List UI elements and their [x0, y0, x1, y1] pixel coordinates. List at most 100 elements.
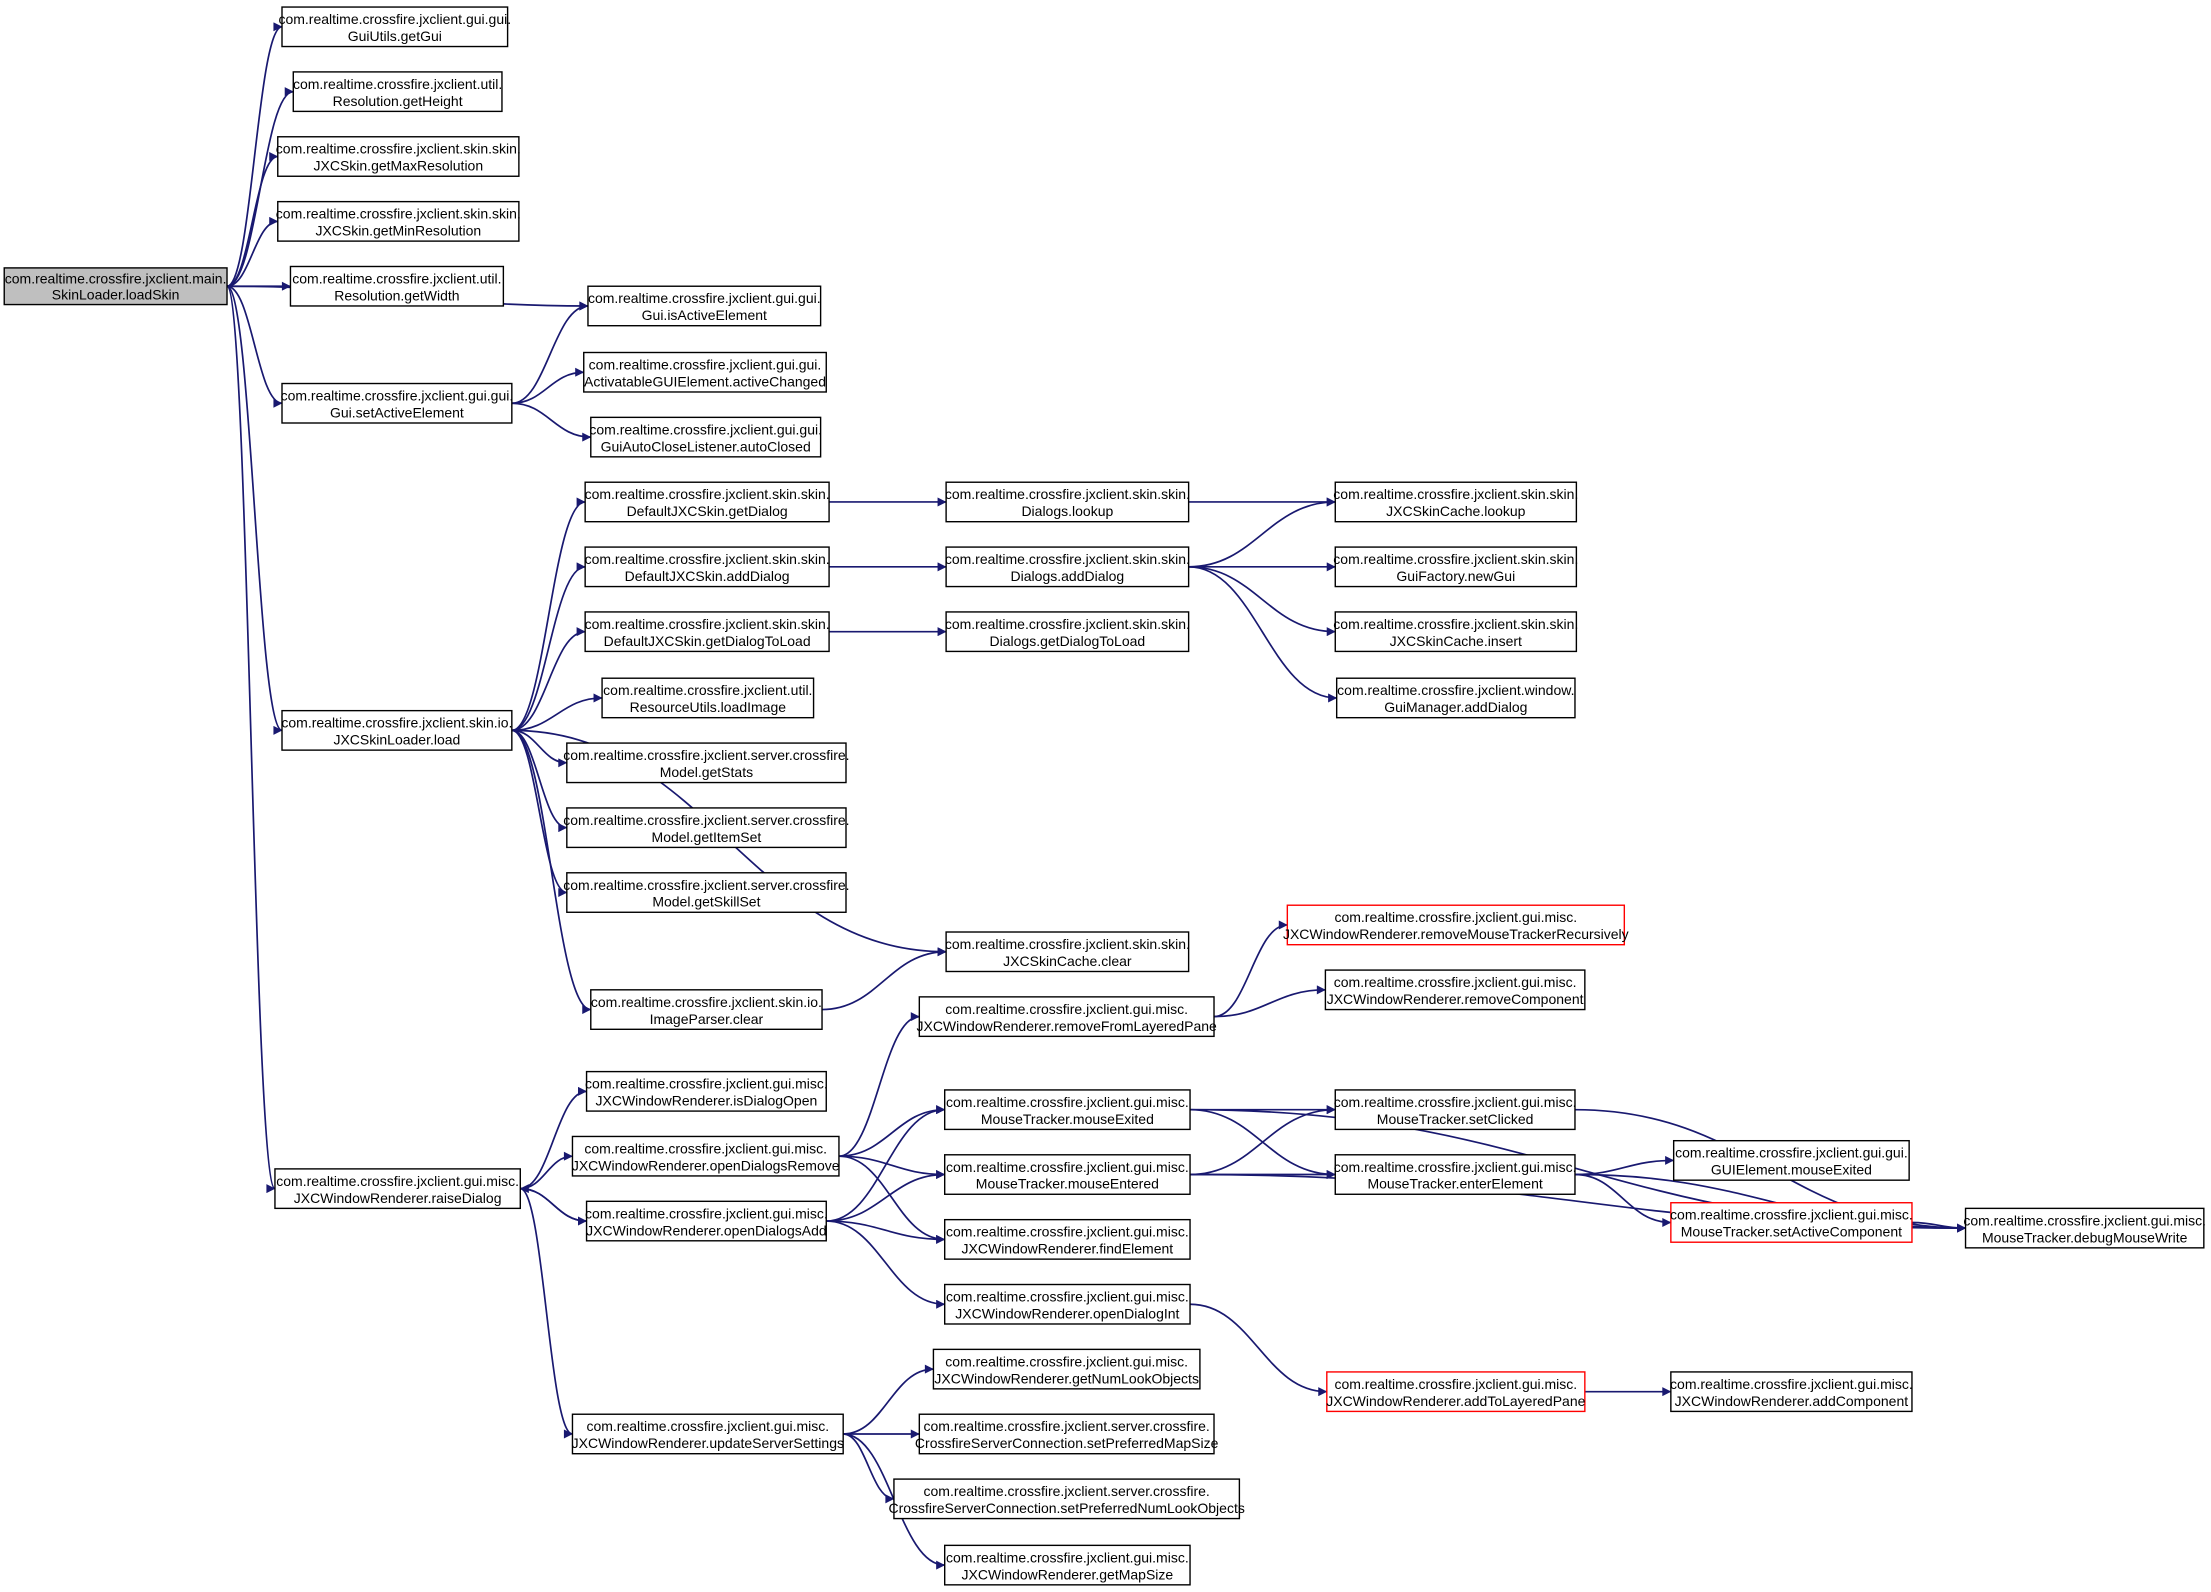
- function-node[interactable]: com.realtime.crossfire.jxclient.gui.misc…: [585, 1070, 828, 1112]
- function-node[interactable]: com.realtime.crossfire.jxclient.util.Res…: [292, 71, 503, 113]
- node-label-line1: com.realtime.crossfire.jxclient.skin.ski…: [1333, 551, 1578, 567]
- node-label-line2: JXCWindowRenderer.openDialogsAdd: [586, 1222, 826, 1238]
- function-node[interactable]: com.realtime.crossfire.jxclient.skin.io.…: [590, 989, 823, 1031]
- node-label-line2: Resolution.getWidth: [334, 287, 459, 303]
- node-label-line2: CrossfireServerConnection.setPreferredMa…: [915, 1435, 1219, 1451]
- function-node[interactable]: com.realtime.crossfire.jxclient.gui.misc…: [572, 1413, 844, 1455]
- function-node[interactable]: com.realtime.crossfire.jxclient.skin.ski…: [1333, 546, 1578, 588]
- function-node[interactable]: com.realtime.crossfire.jxclient.gui.misc…: [916, 996, 1217, 1038]
- node-box: [1334, 611, 1578, 653]
- node-label-line1: com.realtime.crossfire.jxclient.util.: [292, 270, 501, 286]
- node-box: [1286, 904, 1626, 946]
- call-edge-n37-to-n46: [519, 1187, 573, 1439]
- function-node[interactable]: com.realtime.crossfire.jxclient.gui.misc…: [1326, 1371, 1586, 1413]
- function-node[interactable]: com.realtime.crossfire.jxclient.skin.ski…: [945, 546, 1190, 588]
- function-node[interactable]: com.realtime.crossfire.jxclient.skin.ski…: [945, 481, 1190, 523]
- function-node[interactable]: com.realtime.crossfire.jxclient.gui.misc…: [1963, 1207, 2206, 1249]
- function-node[interactable]: com.realtime.crossfire.jxclient.gui.misc…: [1670, 1202, 1913, 1243]
- node-label-line1: com.realtime.crossfire.jxclient.server.c…: [924, 1418, 1210, 1434]
- function-node[interactable]: com.realtime.crossfire.jxclient.skin.ski…: [276, 200, 521, 242]
- node-label-line2: JXCSkinCache.insert: [1390, 633, 1522, 649]
- function-node[interactable]: com.realtime.crossfire.jxclient.server.c…: [888, 1478, 1245, 1520]
- node-box: [944, 1089, 1191, 1131]
- function-node[interactable]: com.realtime.crossfire.jxclient.server.c…: [563, 872, 850, 913]
- function-node[interactable]: com.realtime.crossfire.jxclient.gui.misc…: [1670, 1371, 1913, 1413]
- node-box: [571, 1135, 840, 1177]
- call-edge-n46-to-n43: [843, 1364, 934, 1435]
- node-label-line2: Model.getStats: [660, 764, 753, 780]
- function-node[interactable]: com.realtime.crossfire.jxclient.gui.misc…: [274, 1168, 521, 1210]
- function-node[interactable]: com.realtime.crossfire.jxclient.gui.misc…: [571, 1135, 840, 1177]
- function-node[interactable]: com.realtime.crossfire.jxclient.skin.ski…: [584, 546, 830, 588]
- call-edge-n33-to-n29: [838, 1012, 920, 1158]
- node-box: [3, 267, 228, 306]
- node-label-line2: GuiFactory.newGui: [1396, 568, 1515, 584]
- function-node[interactable]: com.realtime.crossfire.jxclient.gui.misc…: [1324, 969, 1586, 1011]
- function-node[interactable]: com.realtime.crossfire.jxclient.skin.io.…: [281, 709, 513, 751]
- root-function-node[interactable]: com.realtime.crossfire.jxclient.main.Ski…: [3, 267, 228, 306]
- node-label-line2: Gui.isActiveElement: [642, 307, 767, 323]
- call-edge-n46-to-n48: [843, 1433, 895, 1504]
- node-label-line2: Model.getItemSet: [652, 829, 762, 845]
- function-node[interactable]: com.realtime.crossfire.jxclient.server.c…: [915, 1413, 1219, 1455]
- node-label-line1: com.realtime.crossfire.jxclient.gui.misc…: [1334, 909, 1577, 925]
- node-box: [584, 546, 830, 588]
- call-edge-root-to-n4: [226, 216, 279, 288]
- function-node[interactable]: com.realtime.crossfire.jxclient.gui.misc…: [1334, 1089, 1577, 1131]
- node-label-line2: JXCSkin.getMaxResolution: [314, 158, 484, 174]
- node-label-line2: JXCWindowRenderer.openDialogInt: [955, 1305, 1179, 1321]
- function-node[interactable]: com.realtime.crossfire.jxclient.gui.misc…: [944, 1218, 1191, 1260]
- function-node[interactable]: com.realtime.crossfire.jxclient.gui.gui.…: [1672, 1139, 1910, 1181]
- node-label-line2: JXCSkinLoader.load: [333, 732, 460, 748]
- call-edge-root-to-n21: [226, 285, 283, 735]
- node-box: [277, 136, 520, 177]
- node-label-line1: com.realtime.crossfire.jxclient.gui.gui.: [588, 290, 821, 306]
- function-node[interactable]: com.realtime.crossfire.jxclient.skin.ski…: [945, 931, 1190, 973]
- node-label-line2: ImageParser.clear: [650, 1011, 764, 1027]
- call-edge-n33-to-n41: [838, 1155, 946, 1244]
- function-node[interactable]: com.realtime.crossfire.jxclient.gui.gui.…: [587, 285, 822, 327]
- function-node[interactable]: com.realtime.crossfire.jxclient.gui.misc…: [1283, 904, 1629, 946]
- function-node[interactable]: com.realtime.crossfire.jxclient.skin.ski…: [1333, 611, 1578, 653]
- node-label-line2: JXCSkinCache.clear: [1003, 953, 1132, 969]
- function-node[interactable]: com.realtime.crossfire.jxclient.gui.gui.…: [281, 382, 514, 424]
- function-node[interactable]: com.realtime.crossfire.jxclient.server.c…: [563, 742, 850, 784]
- call-edge-n29-to-n25: [1213, 920, 1288, 1018]
- call-edge-n7-to-n9: [511, 402, 592, 442]
- function-node[interactable]: com.realtime.crossfire.jxclient.server.c…: [563, 807, 850, 849]
- function-node[interactable]: com.realtime.crossfire.jxclient.skin.ski…: [945, 611, 1190, 653]
- function-node[interactable]: com.realtime.crossfire.jxclient.gui.misc…: [585, 1200, 828, 1242]
- function-node[interactable]: com.realtime.crossfire.jxclient.gui.misc…: [944, 1544, 1191, 1586]
- node-label-line2: JXCSkinCache.lookup: [1386, 503, 1526, 519]
- node-label-line2: JXCWindowRenderer.removeMouseTrackerRecu…: [1283, 926, 1629, 942]
- function-node[interactable]: com.realtime.crossfire.jxclient.window.G…: [1335, 677, 1576, 719]
- function-node[interactable]: com.realtime.crossfire.jxclient.gui.gui.…: [589, 416, 822, 458]
- node-label-line1: com.realtime.crossfire.jxclient.window.: [1337, 682, 1574, 698]
- call-edge-n38-to-n37: [519, 1184, 587, 1222]
- node-label-line1: com.realtime.crossfire.jxclient.gui.gui.: [278, 11, 511, 27]
- node-label-line2: JXCWindowRenderer.findElement: [962, 1241, 1174, 1257]
- function-node[interactable]: com.realtime.crossfire.jxclient.gui.gui.…: [583, 351, 827, 393]
- function-node[interactable]: com.realtime.crossfire.jxclient.skin.ski…: [584, 481, 830, 523]
- function-node[interactable]: com.realtime.crossfire.jxclient.skin.ski…: [584, 611, 830, 653]
- call-edge-n38-to-n42: [826, 1220, 946, 1309]
- node-label-line1: com.realtime.crossfire.jxclient.gui.misc…: [585, 1205, 828, 1221]
- function-node[interactable]: com.realtime.crossfire.jxclient.skin.ski…: [276, 136, 521, 177]
- call-edge-n33-to-n31: [838, 1105, 946, 1158]
- node-box: [1326, 1371, 1586, 1413]
- function-node[interactable]: com.realtime.crossfire.jxclient.skin.ski…: [1333, 481, 1578, 523]
- function-node[interactable]: com.realtime.crossfire.jxclient.util.Res…: [289, 265, 505, 307]
- function-node[interactable]: com.realtime.crossfire.jxclient.gui.misc…: [944, 1283, 1191, 1325]
- function-node[interactable]: com.realtime.crossfire.jxclient.gui.misc…: [932, 1348, 1201, 1390]
- function-node[interactable]: com.realtime.crossfire.jxclient.gui.misc…: [944, 1089, 1191, 1131]
- node-label-line1: com.realtime.crossfire.jxclient.util.: [293, 76, 502, 92]
- node-label-line1: com.realtime.crossfire.jxclient.gui.misc…: [946, 1549, 1189, 1565]
- function-node[interactable]: com.realtime.crossfire.jxclient.gui.misc…: [1334, 1154, 1577, 1195]
- function-node[interactable]: com.realtime.crossfire.jxclient.gui.misc…: [944, 1154, 1191, 1195]
- node-box: [1335, 677, 1576, 719]
- function-node[interactable]: com.realtime.crossfire.jxclient.util.Res…: [601, 677, 815, 719]
- call-edge-n29-to-n27: [1214, 985, 1326, 1018]
- node-label-line1: com.realtime.crossfire.jxclient.gui.misc…: [946, 1094, 1189, 1110]
- function-node[interactable]: com.realtime.crossfire.jxclient.gui.gui.…: [278, 6, 511, 48]
- node-box: [944, 1283, 1191, 1325]
